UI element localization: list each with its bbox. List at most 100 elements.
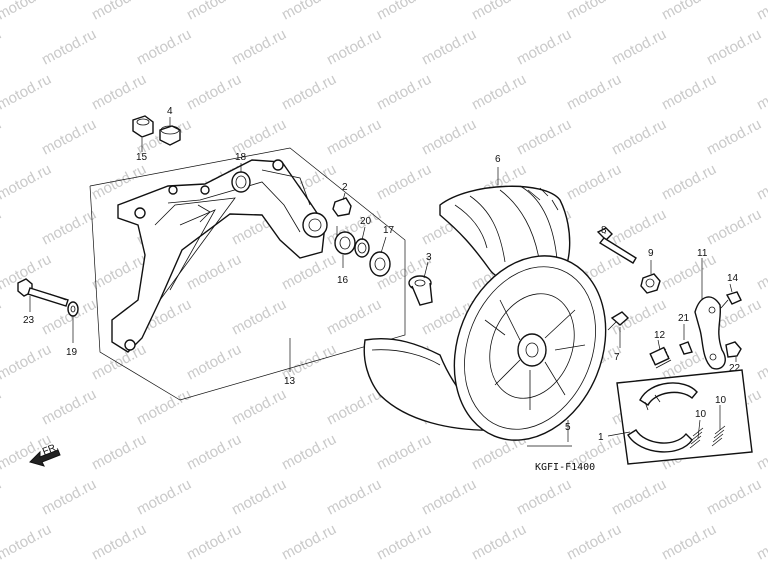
- watermark-text: motod.ru: [374, 431, 434, 474]
- watermark-text: motod.ru: [134, 476, 194, 519]
- watermark-text: motod.ru: [134, 26, 194, 69]
- watermark-text: motod.ru: [0, 26, 4, 69]
- front-direction-arrow-icon: [29, 449, 61, 467]
- watermark-text: motod.ru: [324, 296, 384, 339]
- label-part-5: 5: [565, 422, 571, 433]
- watermark-text: motod.ru: [279, 521, 339, 564]
- label-part-2: 2: [342, 182, 348, 193]
- watermark-text: motod.ru: [279, 251, 339, 294]
- watermark-text: motod.ru: [374, 521, 434, 564]
- watermark-text: motod.ru: [754, 0, 768, 24]
- watermark-text: motod.ru: [0, 296, 4, 339]
- watermark-text: motod.ru: [0, 0, 54, 24]
- watermark-text: motod.ru: [754, 71, 768, 114]
- collar-part-3: [408, 275, 433, 306]
- watermark-text: motod.ru: [89, 521, 149, 564]
- spring-part-10-b: [711, 425, 726, 447]
- swingarm-box: [89, 147, 406, 401]
- watermark-text: motod.ru: [0, 161, 54, 204]
- watermark-text: motod.ru: [39, 116, 99, 159]
- label-part-19: 19: [66, 347, 78, 358]
- watermark-text: motod.ru: [419, 116, 479, 159]
- leader-lines: [29, 117, 737, 447]
- watermark-text: motod.ru: [564, 161, 624, 204]
- label-part-23: 23: [23, 315, 35, 326]
- label-part-14: 14: [727, 273, 739, 284]
- watermark-text: motod.ru: [609, 116, 669, 159]
- nut-part-15: [132, 115, 154, 138]
- watermark-text: motod.ru: [184, 251, 244, 294]
- bushing-part-2: [332, 197, 352, 217]
- diagram-code: KGFI-F1400: [535, 462, 595, 473]
- watermark-text: motod.ru: [39, 476, 99, 519]
- label-part-10-b: 10: [715, 395, 727, 406]
- watermark-text: motod.ru: [659, 521, 719, 564]
- watermark-text: motod.ru: [419, 26, 479, 69]
- watermark-text: motod.ru: [134, 386, 194, 429]
- swing-arm-part-13: [111, 159, 328, 353]
- watermark-text: motod.ru: [0, 521, 54, 564]
- watermark-text: motod.ru: [184, 521, 244, 564]
- watermark-text: motod.ru: [184, 341, 244, 384]
- watermark-text: motod.ru: [324, 116, 384, 159]
- watermark-text: motod.ru: [514, 476, 574, 519]
- label-part-9: 9: [648, 248, 654, 259]
- watermark-text: motod.ru: [89, 0, 149, 24]
- watermark-text: motod.ru: [754, 431, 768, 474]
- watermark-text: motod.ru: [89, 431, 149, 474]
- watermark-text: motod.ru: [39, 386, 99, 429]
- brake-shoes-part-1: [627, 382, 698, 453]
- washer-part-19: [67, 301, 79, 317]
- nut-part-22: [725, 341, 742, 358]
- watermark-text: motod.ru: [184, 71, 244, 114]
- watermark-text: motod.ru: [279, 431, 339, 474]
- seal-part-18: [231, 171, 251, 193]
- watermark-text: motod.ru: [39, 296, 99, 339]
- watermark-text: motod.ru: [279, 71, 339, 114]
- watermark-text: motod.ru: [39, 206, 99, 249]
- watermark-text: motod.ru: [469, 71, 529, 114]
- label-part-4: 4: [167, 106, 173, 117]
- watermark-text: motod.ru: [324, 26, 384, 69]
- valve-part-7: [607, 311, 630, 331]
- watermark-text: motod.ru: [419, 476, 479, 519]
- label-part-20: 20: [360, 216, 372, 227]
- label-part-18: 18: [235, 152, 247, 163]
- watermark-text: motod.ru: [469, 0, 529, 24]
- watermark-text: motod.ru: [704, 206, 764, 249]
- label-part-13: 13: [284, 376, 296, 387]
- label-part-10-a: 10: [695, 409, 707, 420]
- watermark-text: motod.ru: [184, 0, 244, 24]
- watermark-text: motod.ru: [564, 521, 624, 564]
- collar-part-4: [159, 125, 181, 146]
- watermark-text: motod.ru: [754, 521, 768, 564]
- part-number-labels: 1 2 3 4 5 6 7 8 9 10 10 11 12 13 14 15 1…: [23, 106, 741, 443]
- watermark-text: motod.ru: [704, 476, 764, 519]
- watermark-text: motod.ru: [609, 206, 669, 249]
- watermark-text: motod.ru: [514, 26, 574, 69]
- label-part-22: 22: [729, 363, 741, 374]
- watermark-text: motod.ru: [279, 0, 339, 24]
- bearing-part-16: [334, 231, 356, 255]
- watermark-text: motod.ru: [324, 476, 384, 519]
- circlip-part-20: [354, 238, 370, 258]
- brake-arm-part-11: [694, 296, 726, 370]
- watermark-text: motod.ru: [609, 476, 669, 519]
- label-part-21: 21: [678, 313, 690, 324]
- watermark-text: motod.ru: [659, 251, 719, 294]
- watermark-text: motod.ru: [184, 431, 244, 474]
- seal-part-17: [369, 251, 391, 277]
- spring-part-10-a: [689, 427, 704, 449]
- watermark-text: motod.ru: [0, 116, 4, 159]
- label-part-17: 17: [383, 225, 395, 236]
- bolt-part-14: [720, 291, 742, 309]
- watermark-text: motod.ru: [754, 161, 768, 204]
- watermark-text: motod.ru: [704, 116, 764, 159]
- watermark-text: motod.ru: [374, 71, 434, 114]
- watermark-text: motod.ru: [564, 0, 624, 24]
- watermark-text: motod.ru: [229, 476, 289, 519]
- watermark-text: motod.ru: [229, 296, 289, 339]
- watermark-text: motod.ru: [754, 251, 768, 294]
- label-part-6: 6: [495, 154, 501, 165]
